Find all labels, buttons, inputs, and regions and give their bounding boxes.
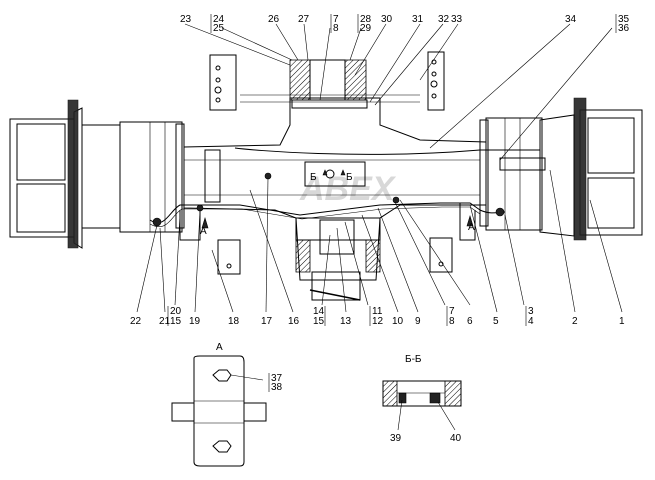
leader-lines-bottom: [136, 169, 623, 313]
callout-11: 11: [372, 306, 383, 317]
callout-3: 3: [528, 306, 534, 317]
axle-housing: [183, 51, 487, 301]
callout-20: 20: [170, 306, 182, 317]
marker-b-right: Б: [346, 172, 353, 183]
callout-38: 38: [271, 382, 283, 393]
callout-24: 24: [213, 14, 225, 25]
callout-30: 30: [381, 14, 393, 25]
callout-36: 36: [618, 23, 630, 34]
callout-9: 9: [415, 316, 421, 327]
section-bb-title: Б-Б: [405, 354, 422, 365]
callout-13: 13: [340, 316, 352, 327]
callout-8-bottom: 8: [449, 316, 455, 327]
axle-assembly-drawing: [9, 23, 643, 313]
left-wheel-hub: [9, 99, 185, 249]
view-a-detail: А 37 38: [171, 342, 283, 467]
leader-lines-top: [184, 23, 613, 161]
callout-31: 31: [412, 14, 424, 25]
callout-15-left: 15: [170, 316, 182, 327]
callout-7-top: 7: [333, 14, 339, 25]
callout-14: 14: [313, 306, 325, 317]
callout-2: 2: [572, 316, 578, 327]
callout-22: 22: [130, 316, 142, 327]
callout-28: 28: [360, 14, 372, 25]
callout-6: 6: [467, 316, 473, 327]
callout-21: 21: [159, 316, 171, 327]
callout-26: 26: [268, 14, 280, 25]
marker-a-right: А: [468, 222, 475, 233]
callout-15-center: 15: [313, 316, 325, 327]
callout-32: 32: [438, 14, 450, 25]
callout-17: 17: [261, 316, 273, 327]
callout-19: 19: [189, 316, 201, 327]
callout-39: 39: [390, 433, 402, 444]
callout-27: 27: [298, 14, 310, 25]
callout-4: 4: [528, 316, 534, 327]
callout-35: 35: [618, 14, 630, 25]
right-wheel-hub: [479, 97, 643, 241]
callout-5: 5: [493, 316, 499, 327]
callouts-top: 23 24 25 26 27 7 8 28 29 30 31 32 33 34 …: [180, 14, 630, 34]
callout-34: 34: [565, 14, 577, 25]
brake-lines: [149, 147, 546, 241]
watermark: ABEX: [299, 170, 397, 208]
callout-18: 18: [228, 316, 240, 327]
marker-b-left: Б: [310, 172, 317, 183]
view-a-title: А: [216, 342, 223, 353]
callouts-bottom: 22 21 20 15 19 18 17 16 14 15 13 11 12 1…: [130, 306, 625, 327]
callout-1: 1: [619, 316, 625, 327]
callout-7-bottom: 7: [449, 306, 455, 317]
marker-a-left: А: [200, 226, 207, 237]
section-bb-detail: Б-Б 39 40: [382, 354, 462, 444]
callout-23: 23: [180, 14, 192, 25]
callout-10: 10: [392, 316, 404, 327]
callout-25: 25: [213, 23, 225, 34]
section-markers: А А Б Б: [200, 169, 475, 237]
callout-12: 12: [372, 316, 384, 327]
callout-8-top: 8: [333, 23, 339, 34]
callout-33: 33: [451, 14, 463, 25]
callout-40: 40: [450, 433, 462, 444]
callout-16: 16: [288, 316, 300, 327]
callout-37: 37: [271, 373, 283, 384]
callout-29: 29: [360, 23, 372, 34]
